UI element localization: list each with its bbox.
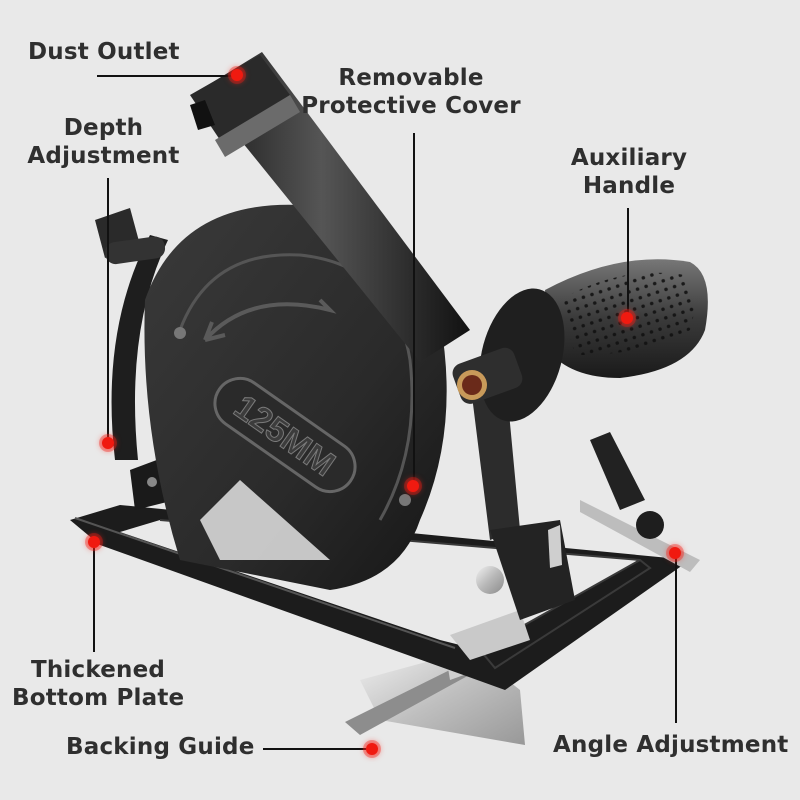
leader-line-backing-guide [263, 748, 371, 750]
label-thickened-bottom-plate: Thickened Bottom Plate [12, 657, 185, 711]
dust-outlet-part [190, 52, 470, 362]
callout-dot-bottom-plate [88, 536, 100, 548]
leader-line-angle-adjustment [675, 553, 677, 723]
leader-line-auxiliary-handle [627, 208, 629, 318]
leader-line-protective-cover [413, 133, 415, 485]
label-auxiliary-handle: Auxiliary Handle [570, 145, 688, 199]
callout-dot-angle-adjustment [669, 547, 681, 559]
leader-line-dust-outlet [97, 75, 237, 77]
callout-dot-dust-outlet [231, 69, 243, 81]
label-removable-protective-cover: Removable Protective Cover [301, 65, 521, 119]
callout-dot-depth-adjustment [102, 437, 114, 449]
auxiliary-handle-part [452, 259, 708, 422]
angle-bracket-part [470, 370, 664, 620]
label-backing-guide: Backing Guide [66, 734, 255, 760]
leader-line-bottom-plate [93, 542, 95, 652]
callout-dot-backing-guide [366, 743, 378, 755]
label-depth-adjustment: Depth Adjustment [27, 115, 180, 169]
label-dust-outlet: Dust Outlet [28, 39, 180, 65]
leader-line-depth-adjustment [107, 178, 109, 442]
callout-dot-protective-cover [407, 480, 419, 492]
label-angle-adjustment: Angle Adjustment [553, 732, 789, 758]
callout-dot-auxiliary-handle [621, 312, 633, 324]
